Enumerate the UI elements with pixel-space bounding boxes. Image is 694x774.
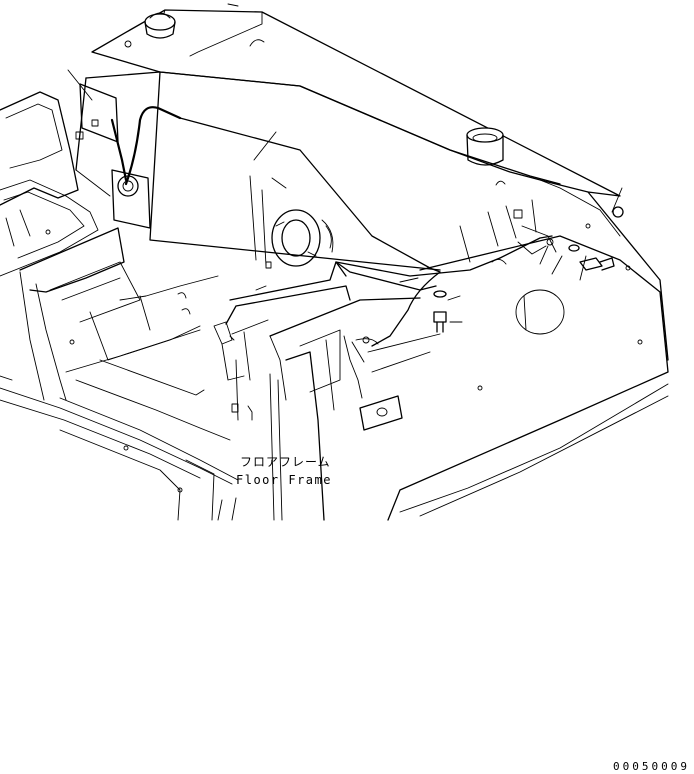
floor-frame-label-jp: フロアフレーム (240, 455, 331, 469)
right-cover-panel (387, 223, 669, 521)
fasteners (433, 206, 624, 333)
leader-lines (67, 69, 623, 323)
bolt-center (433, 290, 447, 333)
left-frame-structure (0, 91, 239, 521)
floor-frame-bracket (177, 261, 441, 521)
bolt-right (579, 257, 615, 271)
washer-right (568, 244, 580, 252)
hose-routing (110, 106, 557, 347)
document-number: 00050009 (613, 760, 690, 773)
plug-right (612, 206, 624, 218)
hydraulic-tank (75, 3, 669, 361)
floor-frame-label-en: Floor Frame (236, 473, 332, 487)
